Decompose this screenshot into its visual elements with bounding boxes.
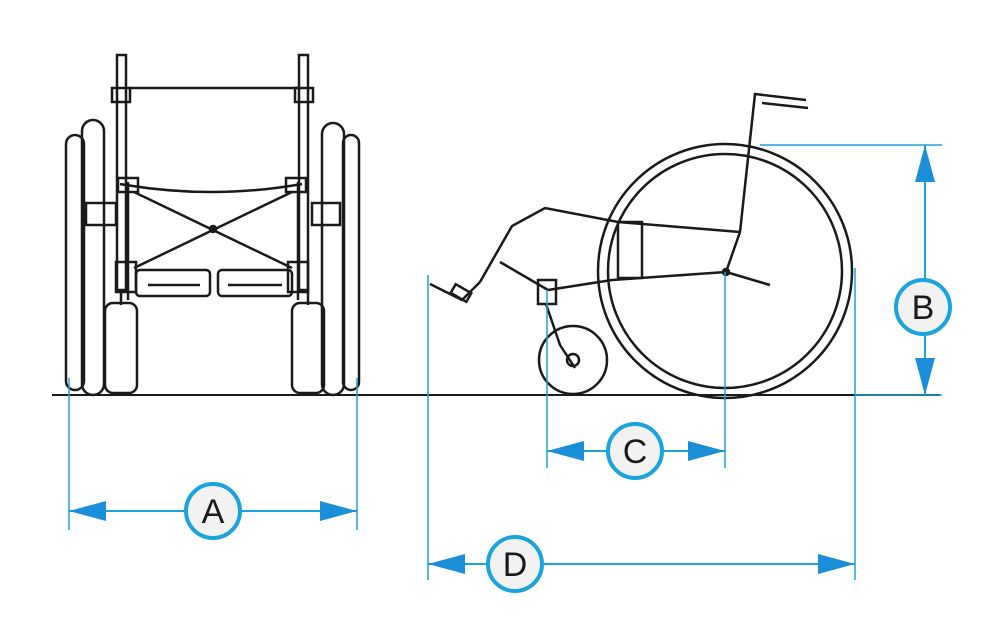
dimension-a-left-arrow — [69, 501, 106, 521]
dimension-c-left-arrow — [547, 441, 584, 461]
dimension-c-right-arrow — [688, 441, 725, 461]
dimension-b: B — [894, 145, 952, 395]
dimension-c-label: C — [623, 433, 648, 471]
side-view-wheelchair — [429, 92, 854, 400]
dimension-d-right-arrow — [818, 554, 855, 574]
dimension-b-label: B — [912, 289, 935, 327]
dimension-a-label: A — [202, 493, 225, 531]
dimension-d-label-circle — [486, 535, 544, 593]
dimension-a-right-arrow — [320, 501, 357, 521]
dimension-c: C — [547, 422, 725, 480]
front-view-wheelchair — [64, 53, 361, 397]
dimension-extension-lines — [68, 144, 942, 580]
dimension-a-label-circle — [184, 482, 242, 540]
dimension-d-label: D — [503, 546, 528, 584]
dimension-b-label-circle — [894, 278, 952, 336]
dimension-d: D — [428, 535, 855, 593]
dimension-a: A — [69, 482, 357, 540]
dimension-b-bottom-arrow — [915, 358, 935, 395]
dimension-c-label-circle — [606, 422, 664, 480]
dimension-b-top-arrow — [915, 145, 935, 182]
dimension-d-left-arrow — [428, 554, 465, 574]
